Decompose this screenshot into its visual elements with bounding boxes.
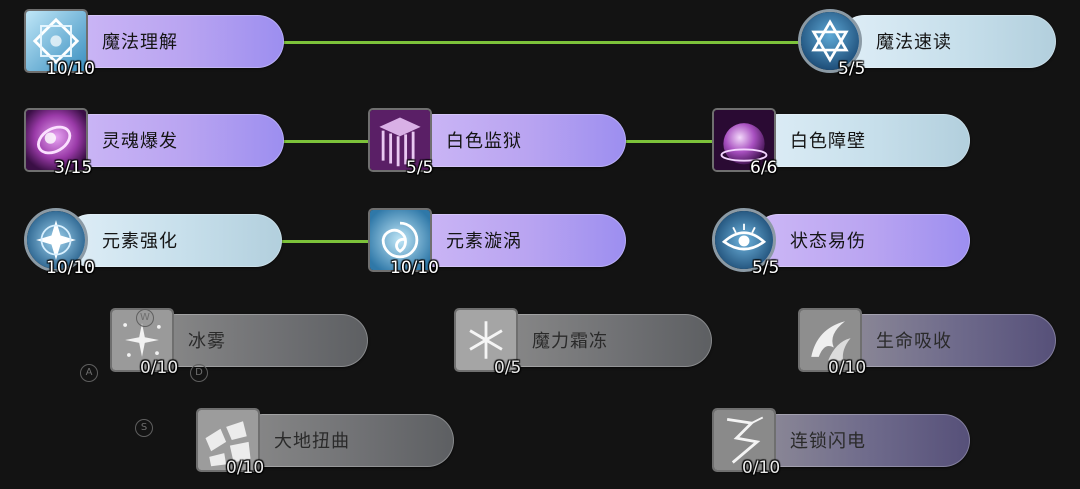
skill-bingwu[interactable]: 冰雾 0/10 xyxy=(110,308,370,378)
vortex-icon xyxy=(368,208,432,272)
skill-bar xyxy=(408,214,626,267)
skill-name: 大地扭曲 xyxy=(274,431,350,452)
skill-bar xyxy=(494,314,712,367)
skill-name: 生命吸收 xyxy=(876,331,952,352)
skill-mofa-sudu[interactable]: 魔法速读 5/5 xyxy=(798,9,1058,79)
skill-bar xyxy=(838,15,1056,68)
connector-line xyxy=(282,140,378,143)
skill-level: 10/10 xyxy=(46,258,95,278)
skill-level: 10/10 xyxy=(46,59,95,79)
key-hint-a: A xyxy=(80,364,98,382)
eye-icon xyxy=(712,208,776,272)
skill-name: 状态易伤 xyxy=(790,231,866,252)
skill-level: 5/5 xyxy=(752,258,780,278)
barrier-dome-icon xyxy=(712,108,776,172)
chain-lightning-icon xyxy=(712,408,776,472)
snowflake-icon xyxy=(454,308,518,372)
skill-bar xyxy=(838,314,1056,367)
skill-level: 0/5 xyxy=(494,358,522,378)
skill-yuansu-xuanwo[interactable]: 元素漩涡 10/10 xyxy=(368,208,628,278)
skill-name: 白色障壁 xyxy=(790,131,866,152)
skill-name: 连锁闪电 xyxy=(790,431,866,452)
diamond-frame-icon xyxy=(24,9,88,73)
cage-icon xyxy=(368,108,432,172)
skill-name: 元素强化 xyxy=(102,231,178,252)
skill-level: 0/10 xyxy=(226,458,265,478)
soul-orb-icon xyxy=(24,108,88,172)
skill-name: 冰雾 xyxy=(188,331,226,352)
skill-level: 0/10 xyxy=(140,358,179,378)
skill-shengming-xishou[interactable]: 生命吸收 0/10 xyxy=(798,308,1058,378)
skill-bar xyxy=(64,114,284,167)
skill-bar xyxy=(64,15,284,68)
skill-bar xyxy=(150,314,368,367)
skill-name: 魔力霜冻 xyxy=(532,331,608,352)
skill-level: 6/6 xyxy=(750,158,778,178)
sparkle-mist-icon xyxy=(110,308,174,372)
skill-level: 0/10 xyxy=(828,358,867,378)
skill-yuansu-qianghua[interactable]: 元素强化 10/10 xyxy=(24,208,284,278)
skill-level: 0/10 xyxy=(742,458,781,478)
skill-name: 白色监狱 xyxy=(446,131,522,152)
life-drain-icon xyxy=(798,308,862,372)
hexagram-icon xyxy=(798,9,862,73)
skill-bar xyxy=(408,114,626,167)
skill-liansuo-shandian[interactable]: 连锁闪电 0/10 xyxy=(712,408,972,478)
skill-name: 元素漩涡 xyxy=(446,231,522,252)
connector-line xyxy=(282,240,378,243)
skill-bar xyxy=(752,414,970,467)
connector-line xyxy=(626,140,722,143)
skill-level: 5/5 xyxy=(406,158,434,178)
skill-mofa-lijie[interactable]: 魔法理解 10/10 xyxy=(24,9,284,79)
star-burst-icon xyxy=(24,208,88,272)
key-hint-w: W xyxy=(136,309,154,327)
skill-level: 5/5 xyxy=(838,59,866,79)
skill-name: 魔法理解 xyxy=(102,32,178,53)
key-hint-d: D xyxy=(190,364,208,382)
cracked-earth-icon xyxy=(196,408,260,472)
skill-zhuangtai-yishang[interactable]: 状态易伤 5/5 xyxy=(712,208,972,278)
skill-bar xyxy=(752,214,970,267)
skill-moli-shuangdong[interactable]: 魔力霜冻 0/5 xyxy=(454,308,714,378)
skill-dadi-niuqu[interactable]: 大地扭曲 0/10 xyxy=(196,408,456,478)
skill-level: 10/10 xyxy=(390,258,439,278)
skill-linghun-baofa[interactable]: 灵魂爆发 3/15 xyxy=(24,108,284,178)
key-hint-s: S xyxy=(135,419,153,437)
skill-name: 灵魂爆发 xyxy=(102,131,178,152)
skill-bar xyxy=(236,414,454,467)
skill-name: 魔法速读 xyxy=(876,32,952,53)
skill-baise-zhangbi[interactable]: 白色障壁 6/6 xyxy=(712,108,972,178)
connector-line xyxy=(282,41,816,44)
skill-level: 3/15 xyxy=(54,158,93,178)
skill-bar xyxy=(752,114,970,167)
skill-baise-jianyu[interactable]: 白色监狱 5/5 xyxy=(368,108,628,178)
skill-bar xyxy=(64,214,282,267)
